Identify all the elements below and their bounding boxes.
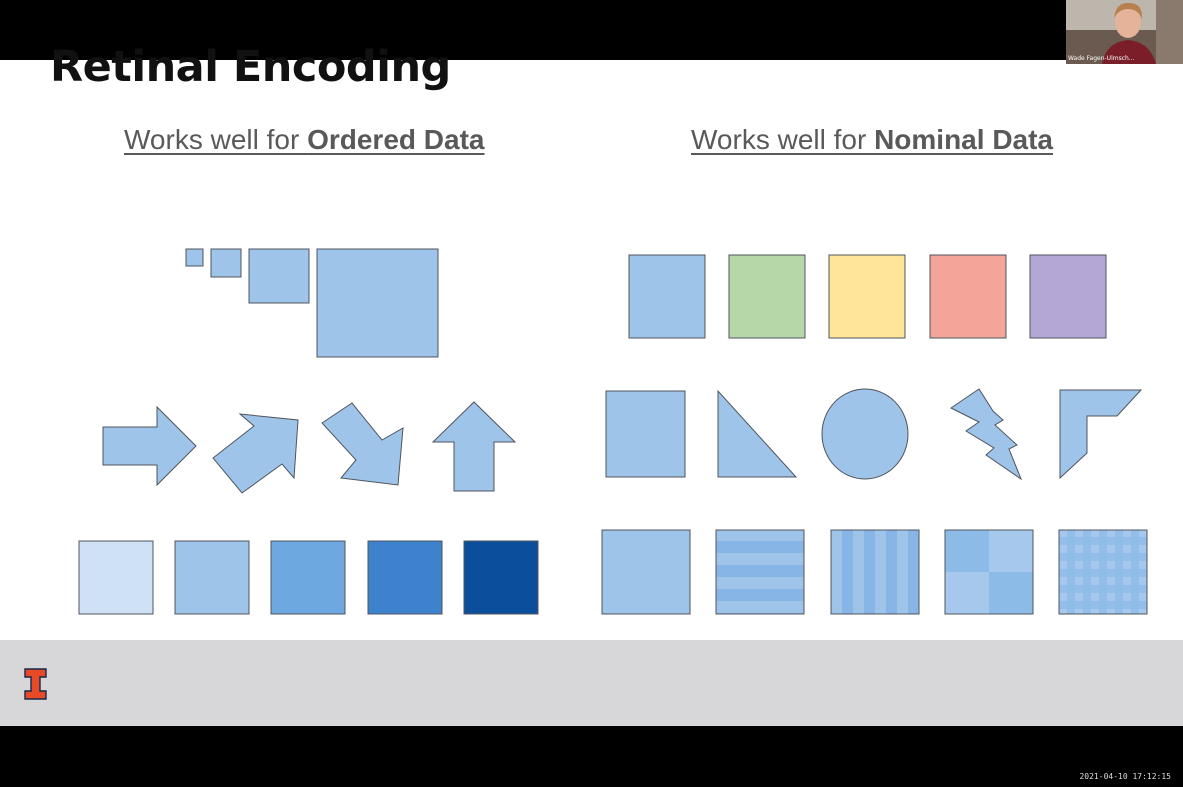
square-shape-icon [605,390,686,478]
ordered-heading-emphasis: Ordered Data [307,124,485,155]
hue-square-purple [1029,254,1107,339]
value-square-1 [78,540,154,615]
texture-plain [601,529,691,615]
slide-footer-band [0,640,1183,726]
arrow-up-right-icon [212,413,299,494]
presenter-webcam: Wade Fagen-Ulmsch... [1066,0,1183,64]
ordered-heading-prefix: Works well for [124,124,308,155]
value-square-5 [463,540,539,615]
arrow-right-icon [102,405,197,487]
hue-square-blue [628,254,706,339]
lightning-bolt-icon [950,388,1023,481]
texture-vertical-stripes [830,529,920,615]
recording-timestamp: 2021-04-10 17:12:15 [1079,772,1171,781]
size-square-3 [248,248,310,304]
size-square-2 [210,248,242,278]
value-square-2 [174,540,250,615]
nominal-heading-prefix: Works well for [691,124,875,155]
slide-title: Retinal Encoding [50,42,451,92]
hue-square-green [728,254,806,339]
ordered-data-heading: Works well for Ordered Data [124,124,484,156]
block-i-logo-icon [24,668,47,700]
size-square-4 [316,248,439,358]
texture-plaid [1058,529,1148,615]
webcam-name-label: Wade Fagen-Ulmsch... [1068,55,1135,62]
arrow-down-right-icon [321,402,404,486]
presenter-avatar-icon [1066,0,1183,64]
value-square-3 [270,540,346,615]
texture-checker-blocks [944,529,1034,615]
hue-square-red [929,254,1007,339]
nominal-data-heading: Works well for Nominal Data [691,124,1053,156]
triangle-shape-icon [717,389,798,478]
value-square-4 [367,540,443,615]
hue-square-yellow [828,254,906,339]
texture-horizontal-stripes [715,529,805,615]
circle-shape-icon [821,388,909,480]
corner-bracket-shape-icon [1059,389,1143,480]
nominal-heading-emphasis: Nominal Data [874,124,1054,155]
arrow-up-icon [431,401,517,492]
size-square-1 [185,248,204,267]
